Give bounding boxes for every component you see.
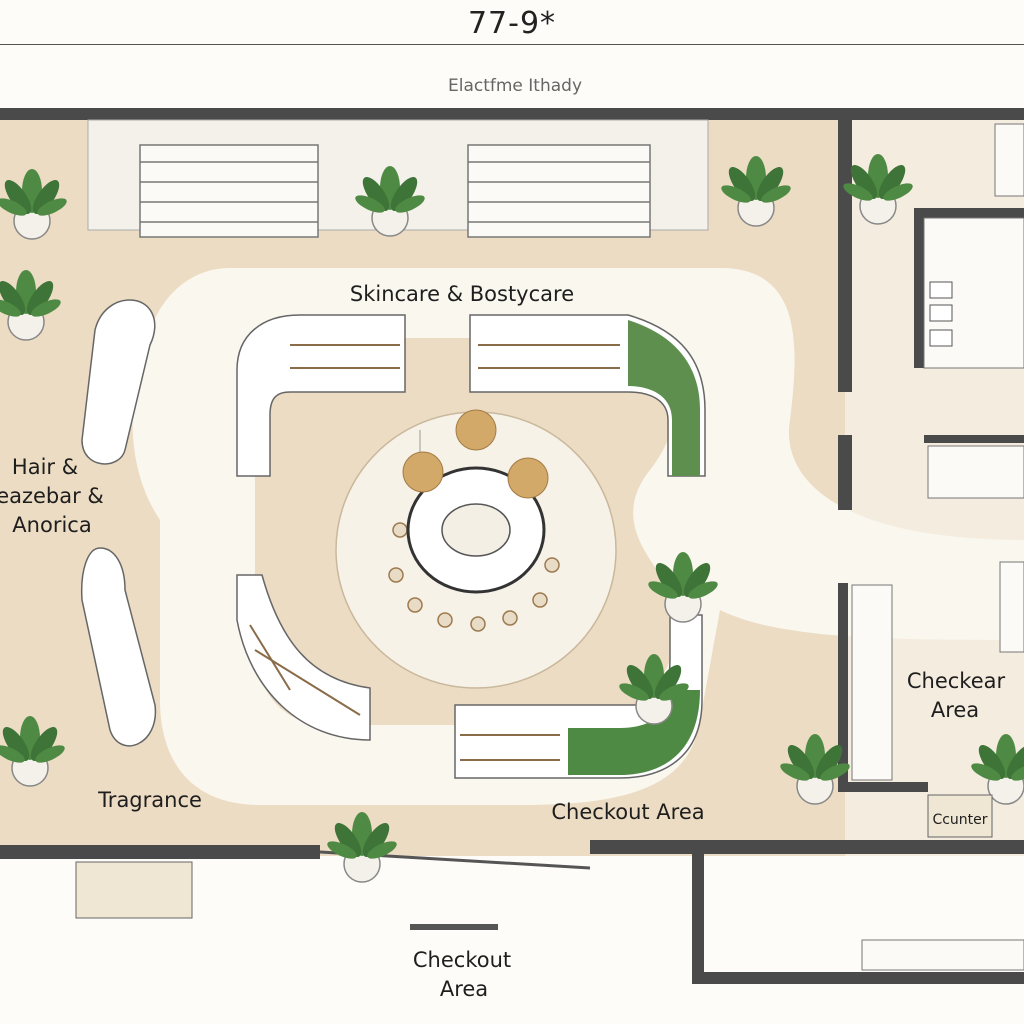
wall-shelf-right <box>467 144 651 238</box>
skincare-left-products <box>290 344 400 369</box>
zone-label-checkear-line1: Checkear <box>907 669 1006 693</box>
counter-sign-box <box>927 794 993 838</box>
title-divider <box>0 44 1024 45</box>
zone-label-fragrance: Tragrance <box>97 788 202 812</box>
hair-display-lower[interactable] <box>80 547 157 747</box>
zone-label-hair-line2: eazebar & <box>0 484 104 508</box>
storage-shelf <box>927 445 1024 499</box>
front-door[interactable] <box>410 924 498 930</box>
chair-icon <box>502 610 518 626</box>
chair-icon <box>470 616 486 632</box>
zone-label-hair-line3: Anorica <box>12 513 91 537</box>
walls <box>0 108 1024 984</box>
skincare-right-products <box>478 344 620 369</box>
back-office-cabinets <box>929 281 953 347</box>
zone-label-checkear-line2: Area <box>931 698 979 722</box>
counter-sign-label: Ccunter <box>932 812 987 828</box>
zone-label-checkout-bottom-line2: Area <box>440 977 488 1001</box>
skincare-green-wall <box>628 320 700 476</box>
zone-label-skincare: Skincare & Bostycare <box>350 282 574 306</box>
zone-label-checkout-bottom-line1: Checkout <box>413 948 511 972</box>
plan-title: 77-9* <box>467 6 557 41</box>
corner-cabinet <box>994 123 1024 197</box>
skincare-display-left[interactable] <box>236 314 406 477</box>
pendant-lamp-icon <box>402 409 549 499</box>
chair-icon <box>407 597 423 613</box>
chair-icon <box>544 557 560 573</box>
plan-subtitle: Elactfme Ithady <box>447 76 583 96</box>
zone-label-checkout: Checkout Area <box>551 800 704 824</box>
fragrance-curved-display[interactable] <box>236 574 371 741</box>
chair-icon <box>392 522 408 538</box>
bottom-right-shelf <box>861 939 1024 971</box>
zone-label-hair-line1: Hair & <box>12 455 78 479</box>
checkout-shelves <box>460 734 560 761</box>
fragrance-products <box>249 624 361 716</box>
chair-icon <box>532 592 548 608</box>
hair-display-upper[interactable] <box>81 299 156 465</box>
chair-icon <box>437 612 453 628</box>
bottom-left-counter <box>75 861 193 919</box>
chair-icon <box>388 567 404 583</box>
side-cabinet <box>999 561 1024 653</box>
wall-shelf-left <box>139 144 319 238</box>
side-checkout-shelf <box>851 584 893 781</box>
central-table[interactable] <box>388 466 560 632</box>
